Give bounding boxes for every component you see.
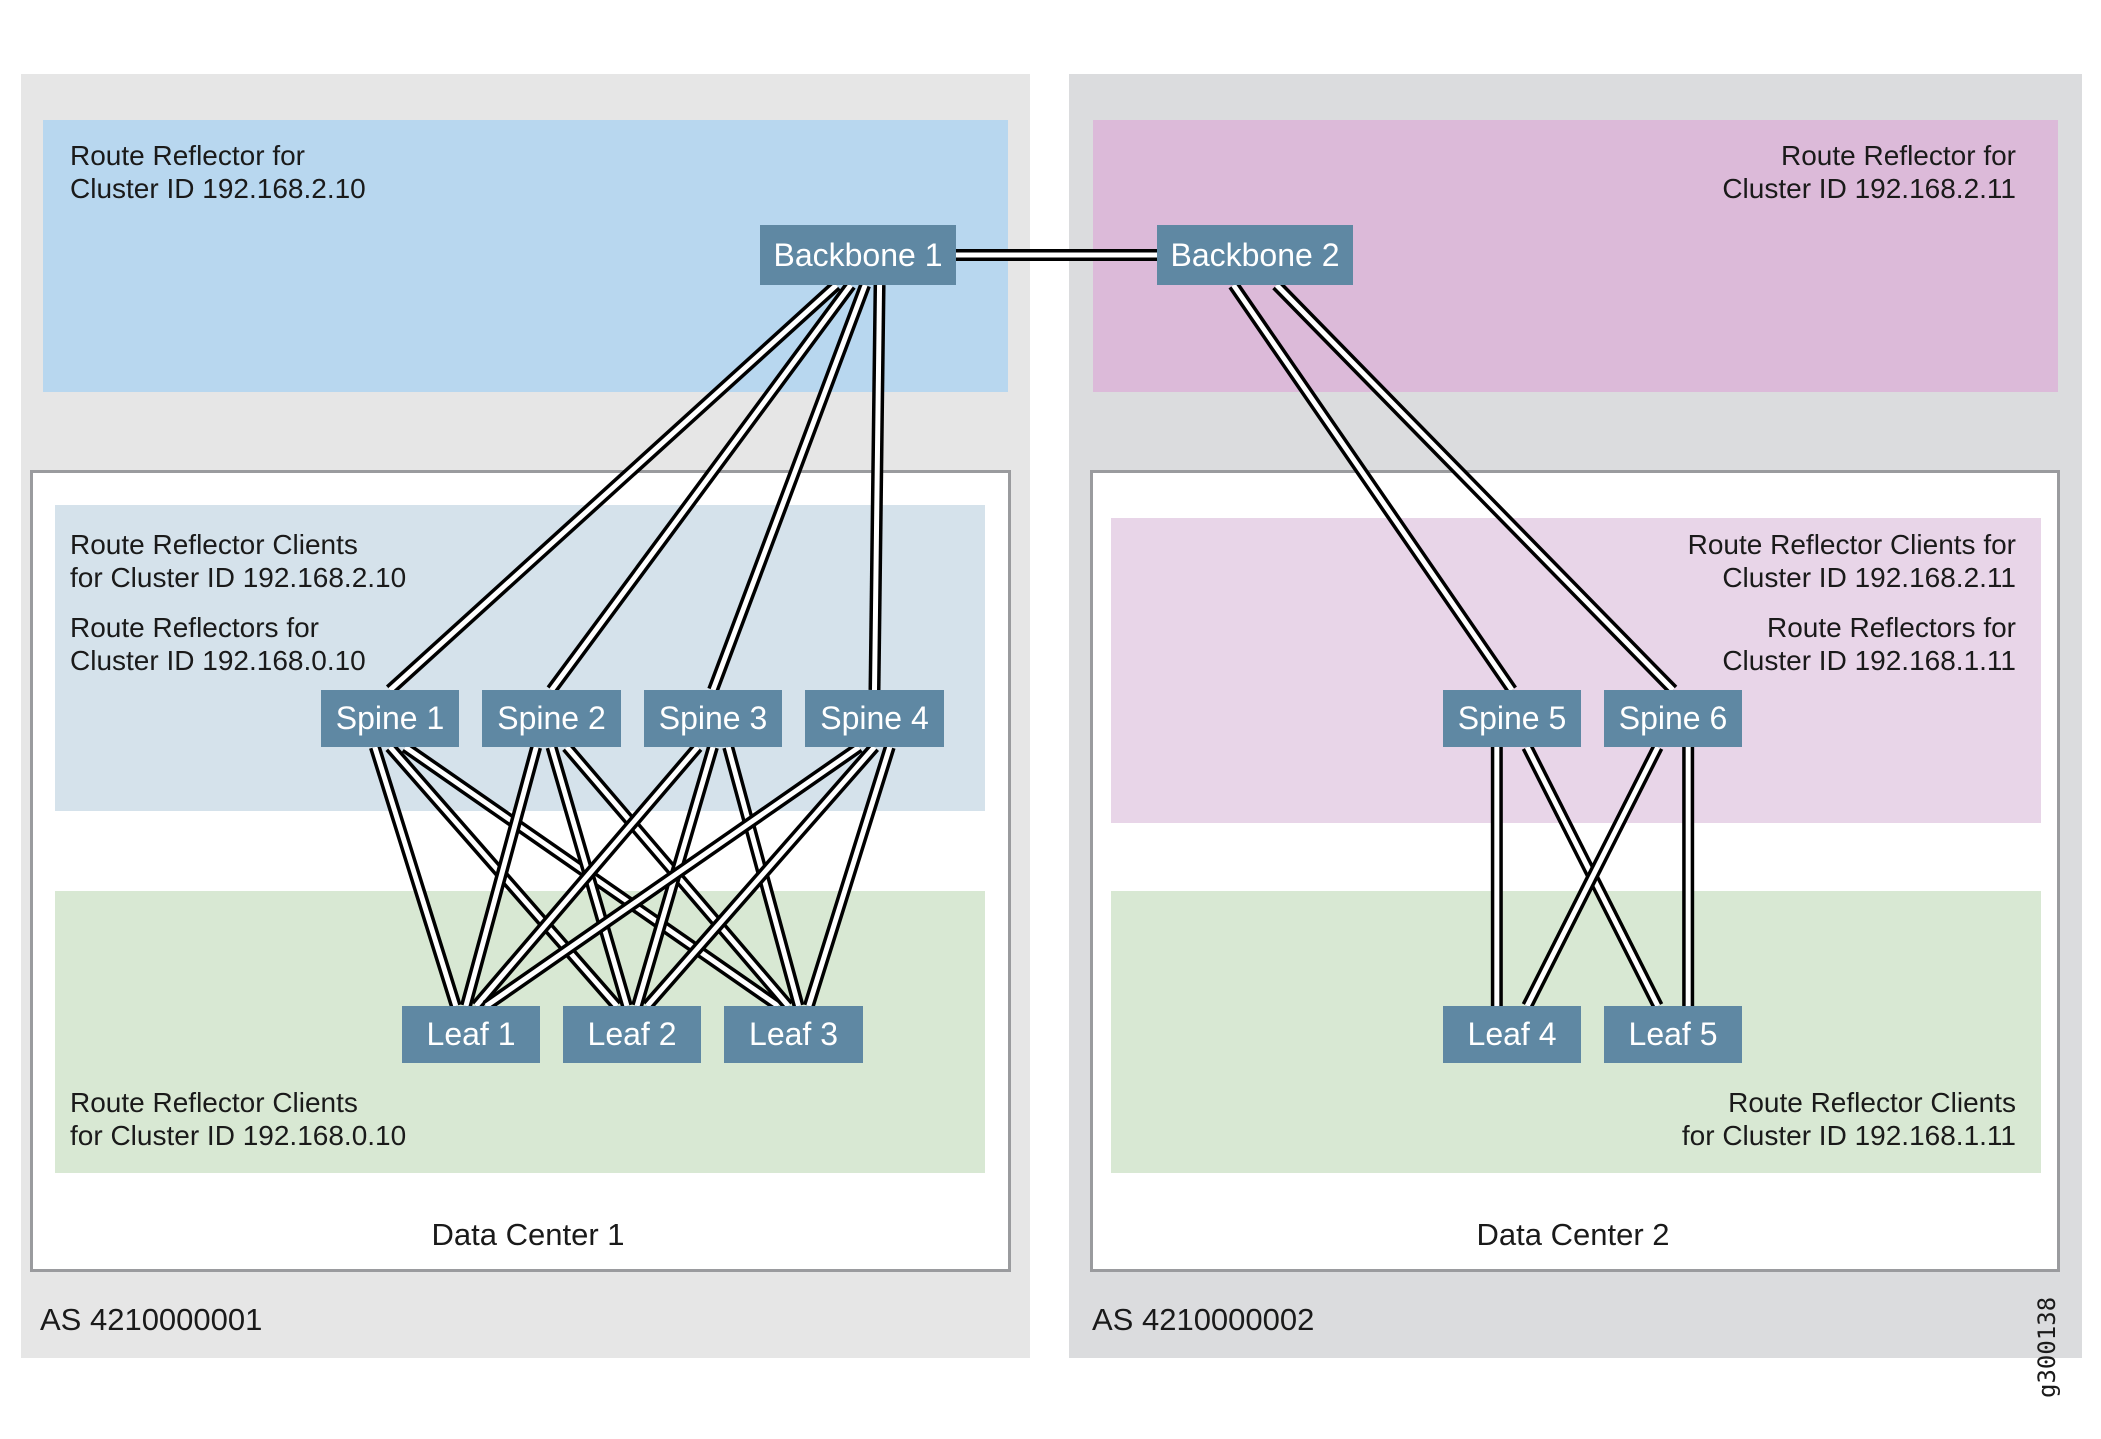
link-spine2-leaf1	[460, 745, 543, 1008]
link-backbone1-spine4	[868, 284, 886, 691]
as-label-2: AS 4210000002	[1092, 1302, 1315, 1337]
link-backbone2-spine6	[1272, 280, 1678, 695]
node-backbone-2[interactable]: Backbone 2	[1157, 225, 1353, 285]
link-backbone2-spine5	[1228, 281, 1517, 694]
data-center-2-title: Data Center 2	[1476, 1217, 1670, 1252]
node-spine-4[interactable]: Spine 4	[805, 690, 944, 747]
as-label-1: AS 4210000001	[40, 1302, 263, 1337]
dc1-spine-clients-label: Route Reflector Clients for Cluster ID 1…	[70, 529, 407, 593]
node-spine-3[interactable]: Spine 3	[644, 690, 782, 747]
dc2-spine-reflectors-label: Route Reflectors for Cluster ID 192.168.…	[1722, 612, 2016, 676]
link-backbone1-spine1	[385, 280, 841, 695]
rr-label-backbone-1: Route Reflector for Cluster ID 192.168.2…	[70, 140, 366, 204]
link-backbone1-spine2	[546, 281, 856, 694]
dc1-leaf-clients-label: Route Reflector Clients for Cluster ID 1…	[70, 1087, 407, 1151]
link-spine1-leaf1	[369, 745, 462, 1008]
dc2-spine-clients-label: Route Reflector Clients for Cluster ID 1…	[1687, 529, 2016, 593]
link-spine3-leaf1	[471, 743, 703, 1010]
node-leaf-4[interactable]: Leaf 4	[1443, 1006, 1581, 1063]
node-spine-6[interactable]: Spine 6	[1604, 690, 1742, 747]
node-leaf-2[interactable]: Leaf 2	[563, 1006, 701, 1063]
link-spine4-leaf1	[482, 742, 863, 1011]
link-backbone1-spine3	[707, 282, 871, 693]
link-spine4-leaf2	[642, 743, 880, 1010]
figure-id: g300138	[2033, 1296, 2061, 1398]
node-spine-1[interactable]: Spine 1	[321, 690, 459, 747]
rr-label-backbone-2: Route Reflector for Cluster ID 192.168.2…	[1722, 140, 2016, 204]
node-spine-5[interactable]: Spine 5	[1443, 690, 1581, 747]
link-spine6-leaf4	[1521, 744, 1664, 1009]
data-center-1-title: Data Center 1	[431, 1217, 625, 1252]
node-leaf-1[interactable]: Leaf 1	[402, 1006, 540, 1063]
link-spine4-leaf3	[803, 745, 896, 1008]
spine-zone-dc2	[1111, 518, 2041, 823]
node-backbone-1[interactable]: Backbone 1	[760, 225, 956, 285]
node-leaf-5[interactable]: Leaf 5	[1604, 1006, 1742, 1063]
dc1-spine-reflectors-label: Route Reflectors for Cluster ID 192.168.…	[70, 612, 366, 676]
node-leaf-3[interactable]: Leaf 3	[724, 1006, 863, 1063]
dc2-leaf-clients-label: Route Reflector Clients for Cluster ID 1…	[1681, 1087, 2016, 1151]
node-spine-2[interactable]: Spine 2	[482, 690, 621, 747]
